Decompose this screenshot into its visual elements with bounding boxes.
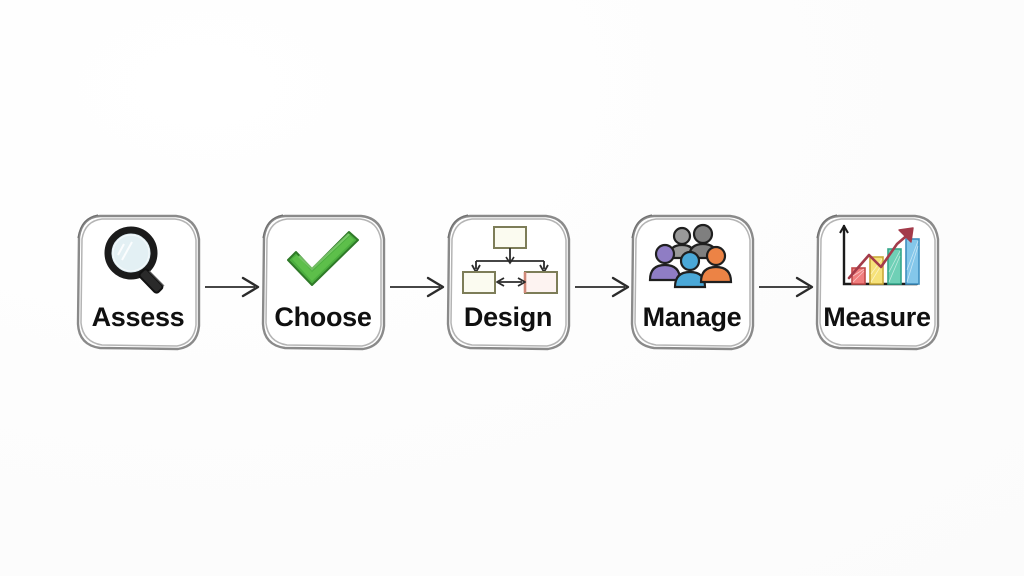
flow-step-design[interactable]: Design xyxy=(444,212,572,352)
flowchart-icon xyxy=(444,224,572,296)
bar-chart-growth-icon xyxy=(813,224,941,296)
magnifier-icon xyxy=(74,224,202,296)
check-mark-icon xyxy=(259,224,387,296)
connector-design-to-manage xyxy=(573,272,639,302)
connector-choose-to-design xyxy=(388,272,454,302)
flow-step-measure[interactable]: Measure xyxy=(813,212,941,352)
flow-step-choose[interactable]: Choose xyxy=(259,212,387,352)
step-label-design: Design xyxy=(463,302,553,332)
connector-manage-to-measure xyxy=(757,272,823,302)
step-label-manage: Manage xyxy=(642,302,742,332)
step-label-measure: Measure xyxy=(823,302,931,332)
step-label-choose: Choose xyxy=(274,302,372,332)
step-label-assess: Assess xyxy=(91,302,185,332)
step-frame xyxy=(259,212,387,352)
flow-step-assess[interactable]: Assess xyxy=(74,212,202,352)
connector-assess-to-choose xyxy=(203,272,269,302)
flow-step-manage[interactable]: Manage xyxy=(628,212,756,352)
people-group-icon xyxy=(628,223,756,296)
